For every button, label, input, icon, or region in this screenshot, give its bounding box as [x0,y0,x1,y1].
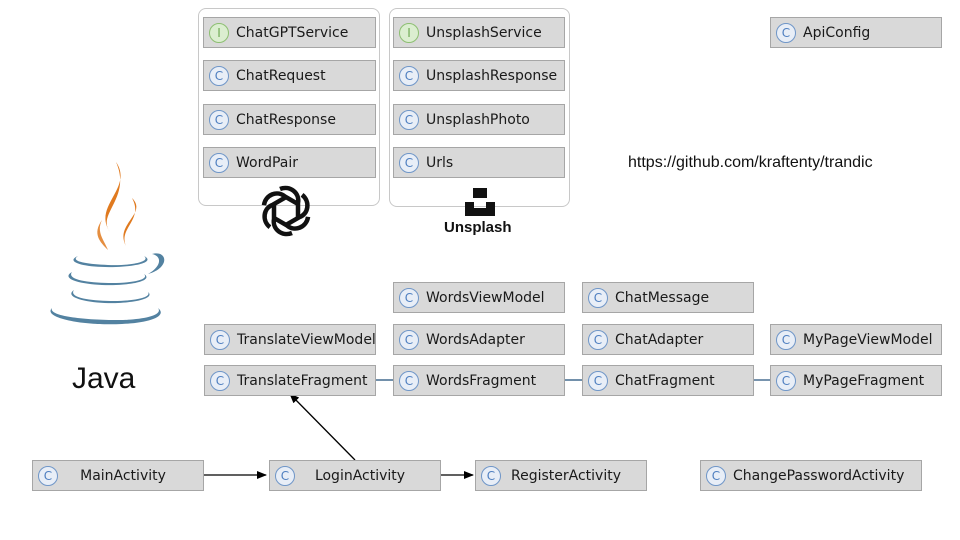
class-icon: C [399,152,419,173]
node-urls[interactable]: C Urls [393,147,565,178]
node-label: TranslateFragment [237,372,368,389]
node-label: ApiConfig [803,24,871,41]
node-translate-fragment[interactable]: C TranslateFragment [204,365,376,396]
node-chat-response[interactable]: C ChatResponse [203,104,376,135]
node-label: WordsFragment [426,372,537,389]
class-icon: C [275,465,295,486]
node-api-config[interactable]: C ApiConfig [770,17,942,48]
class-icon: C [399,65,419,86]
node-unsplash-photo[interactable]: C UnsplashPhoto [393,104,565,135]
class-icon: C [399,329,419,350]
class-icon: C [776,370,796,391]
node-main-activity[interactable]: C MainActivity [32,460,204,491]
node-label: WordsAdapter [426,331,525,348]
class-icon: C [210,370,230,391]
node-chat-adapter[interactable]: C ChatAdapter [582,324,754,355]
java-logo-icon [50,162,165,325]
node-label: MyPageViewModel [803,331,933,348]
node-register-activity[interactable]: C RegisterActivity [475,460,647,491]
class-icon: C [588,287,608,308]
node-unsplash-service[interactable]: I UnsplashService [393,17,565,48]
node-chat-request[interactable]: C ChatRequest [203,60,376,91]
class-icon: C [399,287,419,308]
class-icon: C [776,22,796,43]
class-icon: C [399,370,419,391]
class-icon: C [588,370,608,391]
node-label: ChatGPTService [236,24,349,41]
node-label: LoginActivity [314,467,406,484]
java-label: Java [72,362,136,395]
node-label: Urls [426,154,454,171]
class-icon: C [588,329,608,350]
node-translate-view-model[interactable]: C TranslateViewModel [204,324,376,355]
class-icon: C [481,465,501,486]
node-words-adapter[interactable]: C WordsAdapter [393,324,565,355]
unsplash-label: Unsplash [444,219,512,236]
node-unsplash-response[interactable]: C UnsplashResponse [393,60,565,91]
node-label: MainActivity [80,467,166,484]
arrow-login-translate [289,393,356,461]
node-label: ChatResponse [236,111,336,128]
class-icon: C [776,329,796,350]
node-change-password-activity[interactable]: C ChangePasswordActivity [700,460,922,491]
node-label: ChangePasswordActivity [733,467,905,484]
node-my-page-view-model[interactable]: C MyPageViewModel [770,324,942,355]
class-icon: C [209,109,229,130]
interface-icon: I [399,22,419,43]
class-icon: C [209,65,229,86]
node-label: TranslateViewModel [237,331,376,348]
class-icon: C [210,329,230,350]
class-icon: C [38,465,58,486]
node-words-view-model[interactable]: C WordsViewModel [393,282,565,313]
node-my-page-fragment[interactable]: C MyPageFragment [770,365,942,396]
node-label: RegisterActivity [511,467,621,484]
unsplash-logo-icon [465,188,495,216]
node-word-pair[interactable]: C WordPair [203,147,376,178]
class-icon: C [209,152,229,173]
node-label: ChatFragment [615,372,715,389]
interface-icon: I [209,22,229,43]
repo-url[interactable]: https://github.com/kraftenty/trandic [628,154,873,171]
node-label: WordPair [236,154,299,171]
node-label: UnsplashPhoto [426,111,530,128]
node-label: UnsplashService [426,24,542,41]
node-label: ChatAdapter [615,331,704,348]
node-chat-fragment[interactable]: C ChatFragment [582,365,754,396]
node-login-activity[interactable]: C LoginActivity [269,460,441,491]
node-words-fragment[interactable]: C WordsFragment [393,365,565,396]
node-label: ChatMessage [615,289,710,306]
node-chat-message[interactable]: C ChatMessage [582,282,754,313]
openai-logo-icon [261,185,311,237]
node-chatgpt-service[interactable]: I ChatGPTService [203,17,376,48]
class-icon: C [706,465,726,486]
node-label: UnsplashResponse [426,67,558,84]
node-label: WordsViewModel [426,289,545,306]
node-label: ChatRequest [236,67,326,84]
class-icon: C [399,109,419,130]
node-label: MyPageFragment [803,372,925,389]
